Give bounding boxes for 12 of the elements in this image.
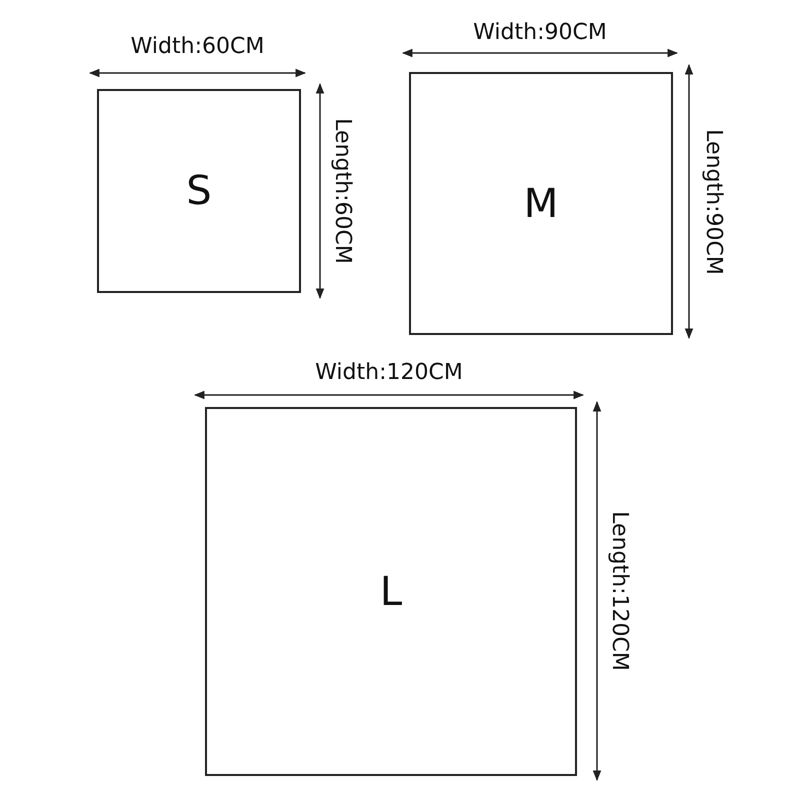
size-letter: L xyxy=(380,568,402,614)
size-square xyxy=(97,89,301,293)
width-dimension: Width:120CM xyxy=(315,362,463,384)
size-square xyxy=(205,407,577,776)
width-dimension: Width:60CM xyxy=(130,36,264,58)
length-dimension: Length:120CM xyxy=(608,511,630,671)
size-letter: S xyxy=(186,168,212,214)
length-dimension: Length:60CM xyxy=(331,118,353,264)
size-square xyxy=(409,72,673,335)
size-letter: M xyxy=(524,180,558,226)
width-dimension: Width:90CM xyxy=(473,22,607,44)
length-dimension: Length:90CM xyxy=(702,128,724,274)
